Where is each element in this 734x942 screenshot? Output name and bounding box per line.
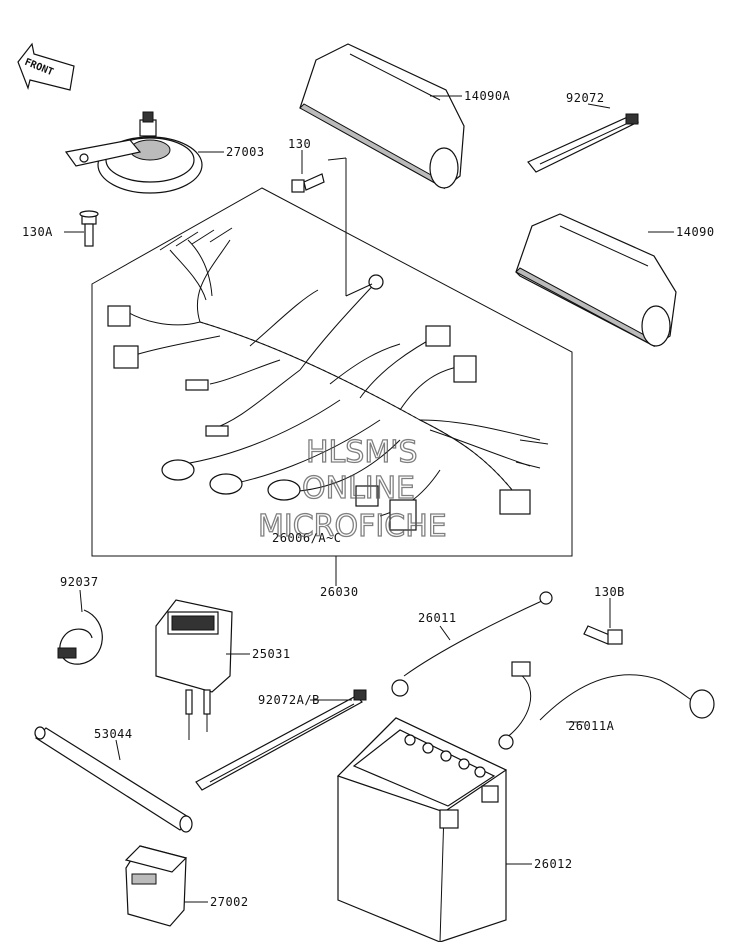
battery-26012 xyxy=(336,717,508,942)
label-26006: 26006/A~C xyxy=(272,531,342,545)
label-130A: 130A xyxy=(22,225,53,239)
label-130B: 130B xyxy=(594,585,625,599)
main-wiring-harness xyxy=(107,227,549,531)
label-92037: 92037 xyxy=(60,575,99,589)
watermark: HLSM'S ONLINE MICROFICHE xyxy=(257,434,447,544)
harness-cover-14090 xyxy=(515,213,677,348)
label-130: 130 xyxy=(288,137,311,151)
hour-meter-25031 xyxy=(155,599,233,740)
battery-cable-26011A xyxy=(498,661,715,750)
watermark-line-1: HLSM'S xyxy=(306,435,418,470)
watermark-line-3: MICROFICHE xyxy=(258,509,447,544)
label-53044: 53044 xyxy=(94,727,133,741)
label-26011: 26011 xyxy=(418,611,457,625)
clamp-92037 xyxy=(57,609,103,665)
watermark-line-2: ONLINE xyxy=(302,471,415,506)
label-26030: 26030 xyxy=(320,585,359,599)
battery-cable-26011 xyxy=(391,591,553,697)
label-27002: 27002 xyxy=(210,895,249,909)
label-92072: 92072 xyxy=(566,91,605,105)
label-26011A: 26011A xyxy=(568,719,615,733)
part-number-labels: 14090A 92072 27003 130 130A 14090 26006/… xyxy=(22,89,715,909)
bolt-130 xyxy=(291,173,325,193)
label-14090A: 14090A xyxy=(464,89,511,103)
horn-part xyxy=(64,111,203,194)
label-14090: 14090 xyxy=(676,225,715,239)
label-25031: 25031 xyxy=(252,647,291,661)
label-92072AB: 92072A/B xyxy=(258,693,320,707)
tube-53044 xyxy=(34,726,193,833)
cable-tie-92072 xyxy=(527,113,640,173)
cable-tie-92072AB xyxy=(195,689,367,791)
main-harness-frame xyxy=(91,187,573,557)
label-26012: 26012 xyxy=(534,857,573,871)
label-27003: 27003 xyxy=(226,145,265,159)
harness-cover-14090A xyxy=(299,43,465,190)
front-direction-arrow: FRONT xyxy=(17,42,75,91)
leader-lines xyxy=(64,95,674,903)
bolt-130A xyxy=(79,210,99,247)
relay-27002 xyxy=(124,845,188,927)
bolt-130B xyxy=(583,625,623,645)
